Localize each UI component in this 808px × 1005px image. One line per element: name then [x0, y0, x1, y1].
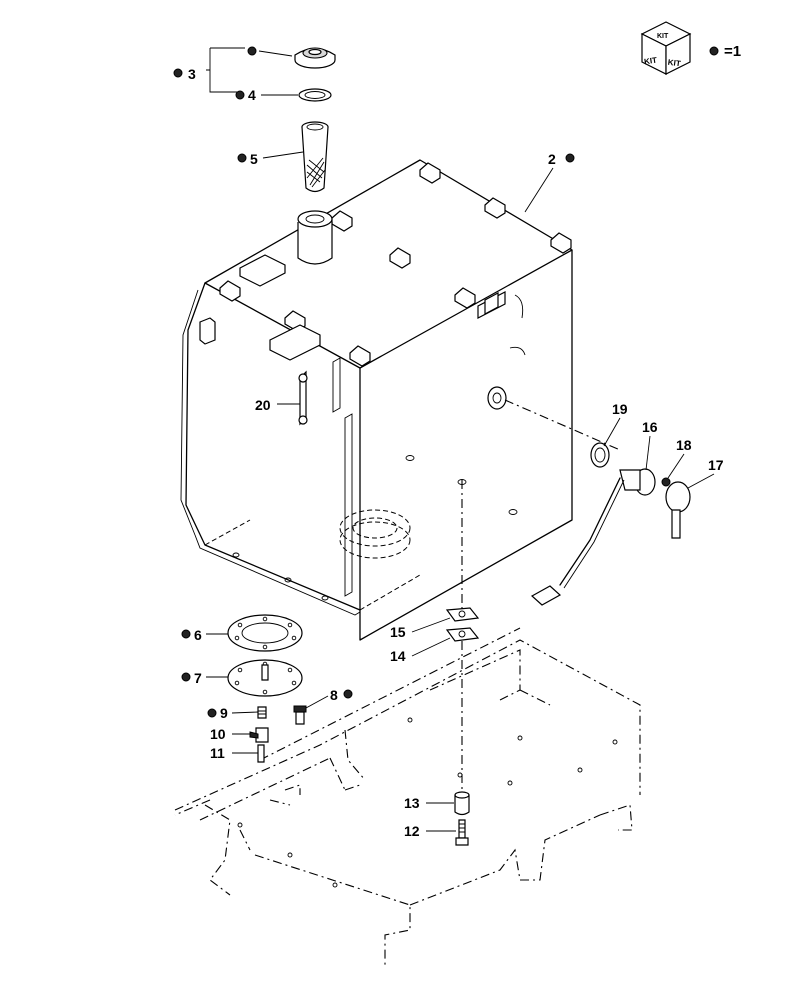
- kit-equals: =1: [724, 43, 741, 60]
- callout-3: 3: [188, 66, 196, 82]
- callout-16: 16: [642, 419, 658, 435]
- machine-frame: [174, 627, 641, 968]
- kit-dot-icon: [181, 672, 191, 682]
- sight-gauge: [298, 357, 341, 426]
- kit-dot-icon: [173, 68, 183, 78]
- callout-20: 20: [255, 397, 271, 413]
- pad-15: [445, 607, 480, 622]
- hydraulic-tank: [180, 159, 573, 641]
- callout-7: 7: [194, 670, 202, 686]
- kit-right-text: KIT: [667, 58, 681, 69]
- sender-16: [530, 468, 656, 606]
- kit-dot-icon: [565, 153, 575, 163]
- kit-dot-icon: [207, 708, 217, 718]
- bolt-12: [455, 819, 469, 846]
- callout-18: 18: [676, 437, 692, 453]
- cover-plate-7: [227, 659, 303, 697]
- callout-15: 15: [390, 624, 406, 640]
- pad-14: [445, 627, 480, 642]
- valve-10: [249, 727, 269, 743]
- callouts: 3 4 5 2 20 19 16 18 17 6 7 8 9 10: [173, 46, 724, 839]
- strainer-basket: [301, 121, 329, 193]
- spacer-13: [454, 791, 470, 816]
- callout-6: 6: [194, 627, 202, 643]
- fitting-11: [257, 744, 265, 763]
- callout-4: 4: [248, 87, 256, 103]
- kit-dot-icon: [181, 629, 191, 639]
- callout-19: 19: [612, 401, 628, 417]
- kit-legend: KIT KIT KIT =1: [640, 21, 741, 75]
- callout-10: 10: [210, 726, 226, 742]
- top-brackets: [199, 162, 572, 367]
- callout-9: 9: [220, 705, 228, 721]
- callout-12: 12: [404, 823, 420, 839]
- callout-2: 2: [548, 151, 556, 167]
- kit-dot-icon: [235, 90, 245, 100]
- cap-gasket: [298, 88, 332, 102]
- gasket-6: [227, 614, 303, 652]
- plug-9: [257, 706, 267, 719]
- inlet-neck: [297, 210, 333, 265]
- callout-17: 17: [708, 457, 724, 473]
- callout-11: 11: [210, 745, 225, 761]
- kit-dot-icon: [237, 153, 247, 163]
- kit-top-text: KIT: [657, 33, 669, 40]
- float-17: [665, 481, 691, 539]
- callout-13: 13: [404, 795, 420, 811]
- filler-cap: [294, 47, 336, 69]
- callout-8: 8: [330, 687, 338, 703]
- kit-dot-icon: [343, 689, 353, 699]
- screw-18: [661, 477, 671, 487]
- kit-left-text: KIT: [644, 56, 658, 67]
- kit-dot-icon: [709, 46, 719, 56]
- callout-14: 14: [390, 648, 406, 664]
- callout-5: 5: [250, 151, 258, 167]
- bolt-8: [293, 705, 307, 725]
- gasket-19: [590, 442, 610, 468]
